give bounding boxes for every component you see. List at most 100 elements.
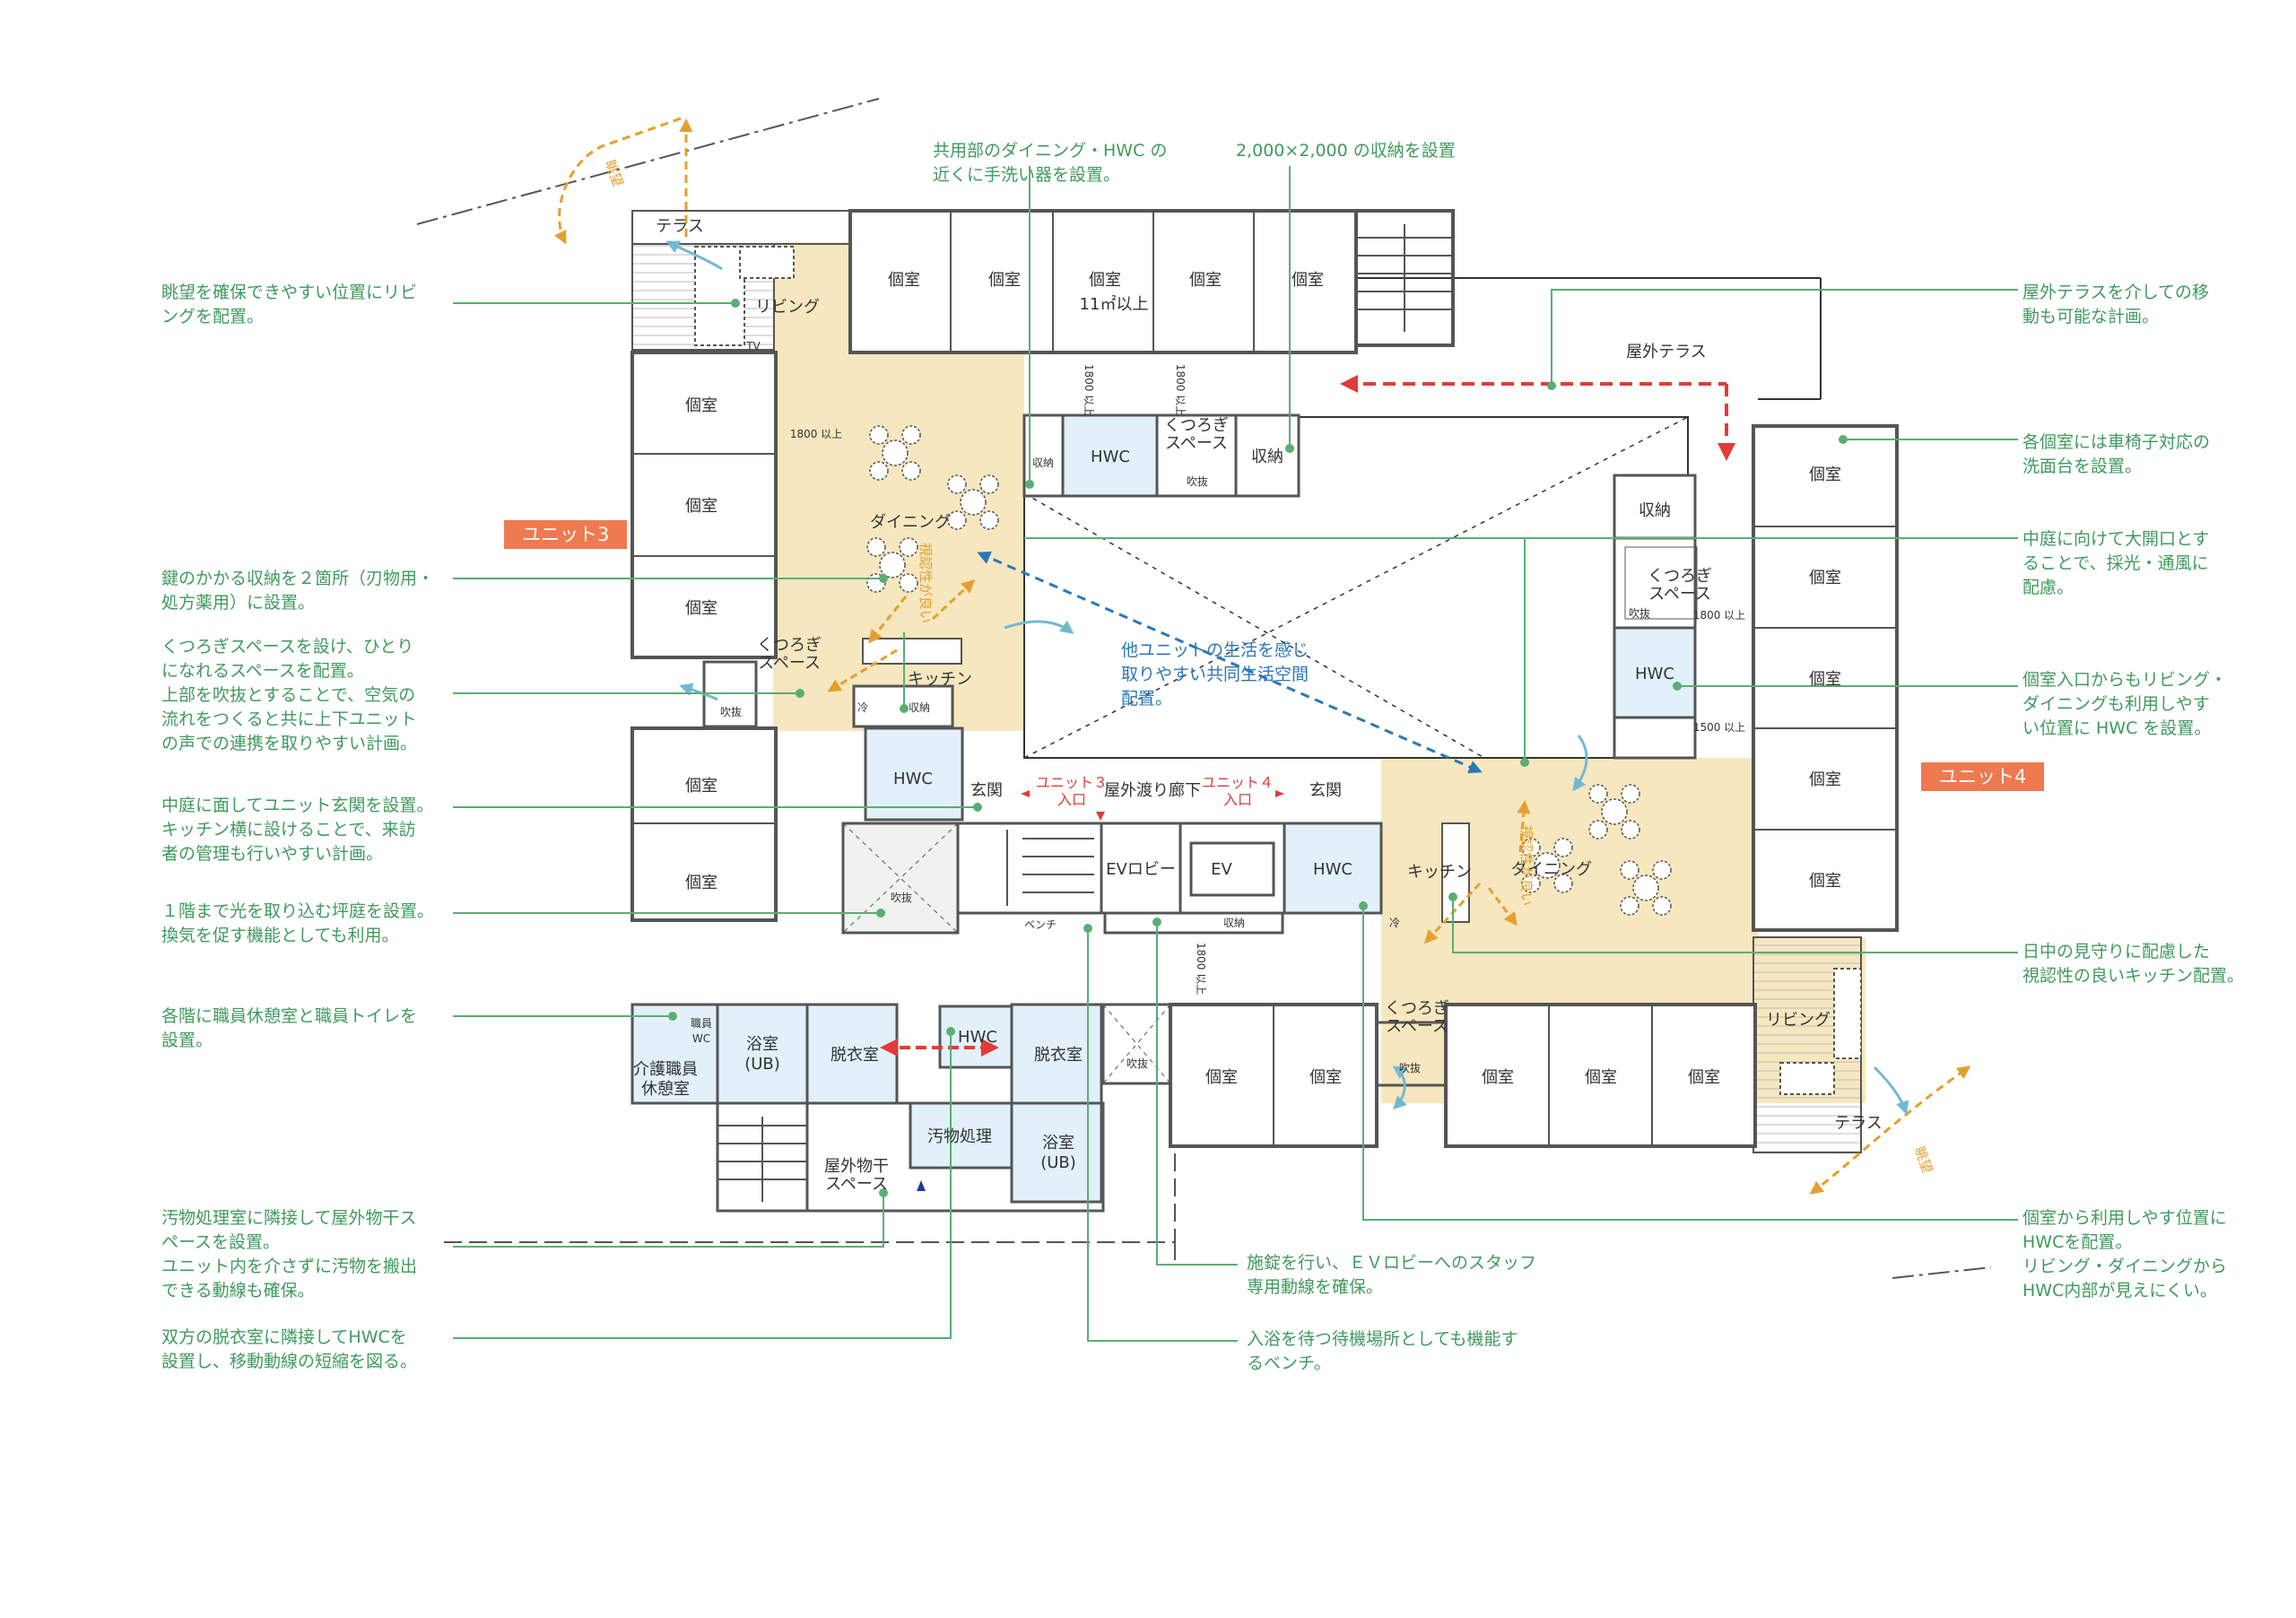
bath-ub-left: [716, 1003, 809, 1105]
hwc-label: HWC: [1635, 665, 1674, 683]
fukinuke-label: 吹抜: [1126, 1057, 1148, 1070]
hwc-label: HWC: [893, 770, 933, 788]
storage-small-label: 収納: [1032, 457, 1054, 469]
note-dressing-hwc: 双方の脱衣室に隣接してHWCを 設置し、移動動線の短縮を図る。: [161, 1327, 418, 1371]
staff-rest: [631, 1003, 719, 1105]
private-room-label: 個室: [1809, 670, 1841, 689]
staff-rest-label: 介護職員: [633, 1060, 698, 1079]
kitchen-label-unit3: キッチン: [908, 670, 972, 689]
private-room-label: 個室: [1189, 271, 1222, 290]
note-handwash: 共用部のダイニング・HWC の 近くに手洗い器を設置。: [933, 141, 1168, 185]
note-lightwell: １階まで光を取り込む坪庭を設置。 換気を促す機能としても利用。: [161, 901, 435, 945]
top-private-rooms: [848, 209, 1358, 354]
bath-label: 浴室: [746, 1035, 778, 1054]
unit4-entry-label: 入口: [1223, 791, 1252, 808]
soil-room: [909, 1101, 1013, 1170]
hwc-unit3-top: [1061, 413, 1159, 498]
bench-label: ベンチ: [1024, 918, 1057, 931]
bath-label: 浴室: [1042, 1134, 1074, 1153]
private-room-label: 個室: [1205, 1068, 1238, 1087]
bath-ub-label: (UB): [1040, 1153, 1076, 1172]
fukinuke-label: 吹抜: [720, 706, 742, 718]
private-room-label: 個室: [888, 271, 920, 290]
storage-small-label: 収納: [909, 701, 930, 714]
kutsurogi-label: スペース: [1648, 585, 1711, 604]
staff-wc-label: WC: [692, 1032, 710, 1045]
clearance-label: 1800 以上: [1195, 943, 1207, 995]
hwc-unit3-mid: [864, 726, 964, 822]
hwc-label: HWC: [1091, 448, 1130, 466]
terrace-label-unit4: テラス: [1834, 1114, 1883, 1133]
private-room-label: 個室: [685, 874, 718, 892]
living-label-unit4: リビング: [1766, 1011, 1831, 1030]
entrance-label-unit4: 玄関: [1309, 781, 1342, 800]
drying-label: スペース: [825, 1175, 888, 1194]
private-room-label: 個室: [1688, 1068, 1720, 1087]
dining-tables-unit4: [1521, 784, 1672, 916]
clearance-label: 1800 以上: [1083, 364, 1095, 416]
kutsurogi-label: くつろぎ: [1385, 999, 1449, 1018]
kutsurogi-label: スペース: [1386, 1017, 1448, 1036]
note-entrance: 中庭に面してユニット玄関を設置。 キッチン横に設けることで、来訪 者の管理も行い…: [161, 796, 434, 864]
dressing-label: 脱衣室: [1034, 1046, 1083, 1065]
center-note: 他ユニットの生活を感じ 取りやすい共同生活空間 配置。: [1121, 640, 1309, 709]
bath-ub-right: [1010, 1101, 1103, 1204]
note-staff-route: 施錠を行い、ＥＶロビーへのスタッフ 専用動線を確保。: [1247, 1253, 1537, 1297]
fukinuke-label: 吹抜: [1187, 475, 1208, 488]
clearance-label: 1800 以上: [1693, 609, 1745, 622]
kutsurogi-label: くつろぎ: [1164, 416, 1229, 435]
kutsurogi-label: くつろぎ: [1648, 567, 1712, 586]
fukinuke-label: 吹抜: [1399, 1062, 1421, 1074]
note-hwc-from-room: 個室入口からもリビング・ ダイニングも利用しやす い位置に HWC を設置。: [2022, 670, 2228, 738]
visibility-label: 視認性が良い: [918, 543, 934, 623]
dressing-label: 脱衣室: [831, 1046, 879, 1065]
note-terrace-move: 屋外テラスを介しての移 動も可能な計画。: [2022, 283, 2210, 326]
annotation-leaders: [453, 166, 2018, 1342]
ev-lobby-label: EVロビー: [1106, 860, 1176, 879]
hwc-label: HWC: [958, 1028, 997, 1047]
private-room-label: 個室: [685, 599, 718, 618]
fukinuke-label: 吹抜: [1629, 607, 1650, 620]
private-room-label: 個室: [988, 271, 1021, 290]
private-room-label: 個室: [1809, 569, 1841, 587]
private-room-label: 個室: [1482, 1068, 1514, 1087]
living-label-unit3: リビング: [755, 298, 820, 317]
clearance-label: 1500 以上: [1693, 721, 1745, 734]
staff-wc-label: 職員: [691, 1017, 712, 1030]
dining-label-unit3: ダイニング: [870, 513, 951, 532]
note-kitchen-watch: 日中の見守りに配慮した 視認性の良いキッチン配置。: [2022, 942, 2245, 986]
bottom-private-rooms: [1169, 1003, 1757, 1148]
clearance-label: 1800 以上: [1174, 364, 1187, 416]
view-label: 眺望: [1911, 1144, 1935, 1175]
storage-label: 収納: [1639, 501, 1671, 520]
dining-tables-unit3: [866, 425, 999, 593]
entrance-label-unit3: 玄関: [970, 781, 1003, 800]
private-room-label: 個室: [1089, 271, 1121, 290]
dining-label-unit4: ダイニング: [1511, 860, 1592, 879]
kutsurogi-label: スペース: [1165, 434, 1228, 453]
private-room-label: 個室: [1809, 770, 1841, 789]
note-view-living: 眺望を確保できやすい位置にリビ ングを配置。: [161, 283, 418, 326]
staff-rest-label: 休憩室: [641, 1080, 690, 1099]
hwc-center: [1283, 822, 1383, 915]
private-room-label: 個室: [685, 497, 718, 516]
private-room-label: 個室: [1292, 271, 1324, 290]
private-room-area: 11㎡以上: [1080, 294, 1149, 314]
corridor-label: 屋外渡り廊下: [1104, 781, 1201, 800]
view-label: 眺望: [602, 158, 626, 188]
kutsurogi-label: スペース: [758, 654, 821, 673]
note-courtyard-open: 中庭に向けて大開口とす ることで、採光・通風に 配慮。: [2022, 529, 2210, 597]
bath-ub-label: (UB): [744, 1055, 780, 1074]
tv-label: TV: [745, 340, 761, 352]
private-room-label: 個室: [1809, 465, 1841, 484]
note-bench: 入浴を待つ待機場所としても機能す るベンチ。: [1247, 1329, 1518, 1373]
terrace-label-unit3: テラス: [656, 217, 704, 236]
left-private-rooms: [631, 351, 778, 922]
unit4-entry-label: ユニット４: [1202, 774, 1274, 791]
unit3-entry-label: ユニット３: [1036, 774, 1108, 791]
unit3-entry-label: 入口: [1057, 791, 1086, 808]
private-room-label: 個室: [1585, 1068, 1617, 1087]
outdoor-terrace-label: 屋外テラス: [1626, 343, 1707, 361]
storage-small-label: 収納: [1223, 917, 1245, 929]
